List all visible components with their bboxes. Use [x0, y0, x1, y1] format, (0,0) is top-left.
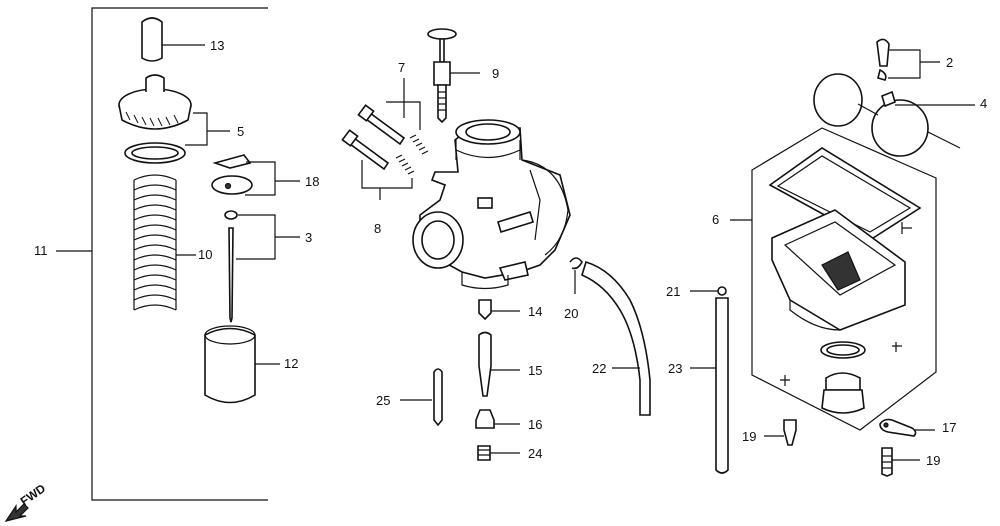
- callout-9: 9: [492, 66, 499, 81]
- callout-14: 14: [528, 304, 542, 319]
- callout-3: 3: [305, 230, 312, 245]
- callout-19-left: 19: [742, 429, 756, 444]
- callout-2: 2: [946, 55, 953, 70]
- part-drain-tube: [690, 286, 729, 474]
- callout-5: 5: [237, 124, 244, 139]
- callout-13: 13: [210, 38, 224, 53]
- part-cap: [141, 17, 205, 62]
- callout-12: 12: [284, 356, 298, 371]
- forward-direction-arrow: FWD: [4, 481, 49, 522]
- part-jets: [400, 299, 520, 461]
- part-air-screw: [427, 28, 480, 124]
- callout-8: 8: [374, 221, 381, 236]
- callout-20: 20: [564, 306, 578, 321]
- fwd-label: FWD: [18, 481, 49, 508]
- callout-6: 6: [712, 212, 719, 227]
- callout-19-right: 19: [926, 453, 940, 468]
- part-clip-and-tube: [569, 257, 651, 416]
- part-carburetor-body: [412, 119, 571, 290]
- callout-15: 15: [528, 363, 542, 378]
- callout-21: 21: [666, 284, 680, 299]
- part-adjust-screws: [341, 78, 429, 200]
- callout-17: 17: [942, 420, 956, 435]
- callout-10: 10: [198, 247, 212, 262]
- part-top-cap: [118, 74, 230, 164]
- callout-22: 22: [592, 361, 606, 376]
- callout-11: 11: [34, 243, 48, 258]
- callout-labels: 13 5 10 11 18 3 12 7 8 9 14 15 16 24 25 …: [34, 38, 987, 468]
- callout-23: 23: [668, 361, 682, 376]
- assembly-bracket-11: [56, 7, 268, 501]
- part-drain-screws: [764, 418, 935, 477]
- callout-16: 16: [528, 417, 542, 432]
- part-spring: [133, 174, 196, 311]
- part-needle-plate: [211, 154, 300, 196]
- callout-24: 24: [528, 446, 542, 461]
- part-jet-needle: [224, 210, 300, 323]
- callout-4: 4: [980, 96, 987, 111]
- callout-18: 18: [305, 174, 319, 189]
- part-float-assembly: [813, 38, 975, 157]
- part-throttle-valve: [204, 325, 280, 404]
- part-float-bowl: [730, 127, 937, 431]
- callout-25: 25: [376, 393, 390, 408]
- callout-7: 7: [398, 60, 405, 75]
